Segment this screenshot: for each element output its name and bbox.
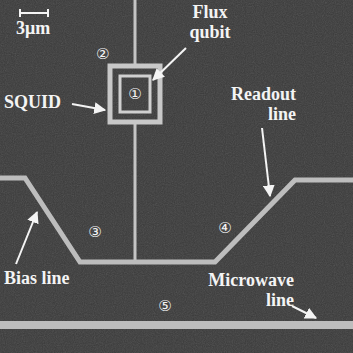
- callout-number: ②: [96, 46, 109, 63]
- part-label: Microwave line: [182, 270, 294, 310]
- scale-bar: [20, 9, 48, 17]
- center-lead: [134, 122, 137, 262]
- microwave-trace: [0, 321, 353, 329]
- qubit-loop: [120, 76, 150, 112]
- scale-label: 3μm: [16, 18, 50, 38]
- part-label: Flux qubit: [174, 2, 246, 42]
- squid-loop: [110, 66, 160, 122]
- top-lead: [134, 0, 137, 66]
- callout-number: ⑤: [158, 298, 171, 315]
- part-label: Bias line: [4, 268, 70, 288]
- callout-number: ③: [88, 224, 101, 241]
- callout-number: ④: [218, 220, 231, 237]
- bias-readout-trace: [0, 178, 353, 262]
- callout-number: ①: [128, 86, 141, 103]
- part-label: Readout line: [212, 84, 296, 124]
- part-label: SQUID: [4, 92, 61, 112]
